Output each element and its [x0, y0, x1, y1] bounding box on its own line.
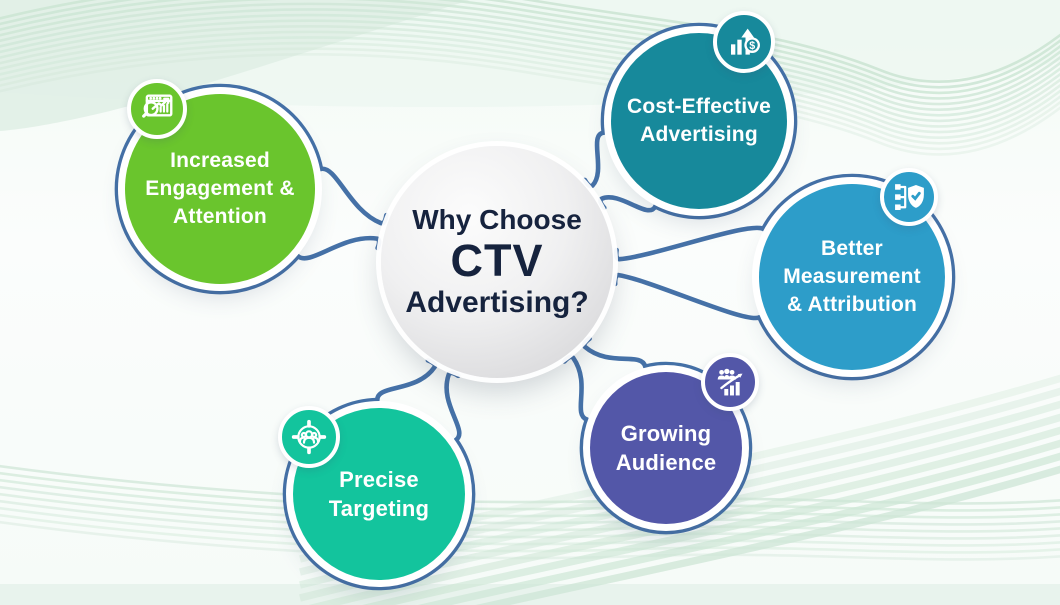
center-title-line3: Advertising? — [405, 286, 589, 320]
node-label: Increased Engagement & Attention — [145, 149, 295, 228]
revenue-growth-icon: $ — [713, 11, 775, 73]
audience-target-icon-glyph — [291, 419, 327, 455]
node-label: Better Measurement & Attribution — [783, 237, 921, 316]
node-label: Growing Audience — [615, 420, 717, 475]
center-title-line2: CTV — [450, 234, 544, 286]
center-title-line1: Why Choose — [412, 203, 582, 235]
node-label: Cost-Effective Advertising — [627, 95, 771, 146]
measurement-shield-icon — [880, 168, 938, 226]
audience-target-icon — [278, 406, 340, 468]
measurement-shield-icon-glyph — [895, 184, 924, 210]
revenue-growth-icon-glyph: $ — [731, 28, 760, 55]
analytics-search-icon — [127, 79, 187, 139]
center-circle: Why Choose CTV Advertising? — [381, 146, 613, 378]
node-better-measurement-attribution: Better Measurement & Attribution — [759, 184, 945, 370]
audience-growth-icon — [701, 353, 759, 411]
node-label: Precise Targeting — [328, 466, 430, 521]
audience-growth-icon-glyph — [717, 368, 743, 396]
svg-text:$: $ — [749, 40, 755, 52]
analytics-search-icon-glyph — [142, 94, 173, 118]
